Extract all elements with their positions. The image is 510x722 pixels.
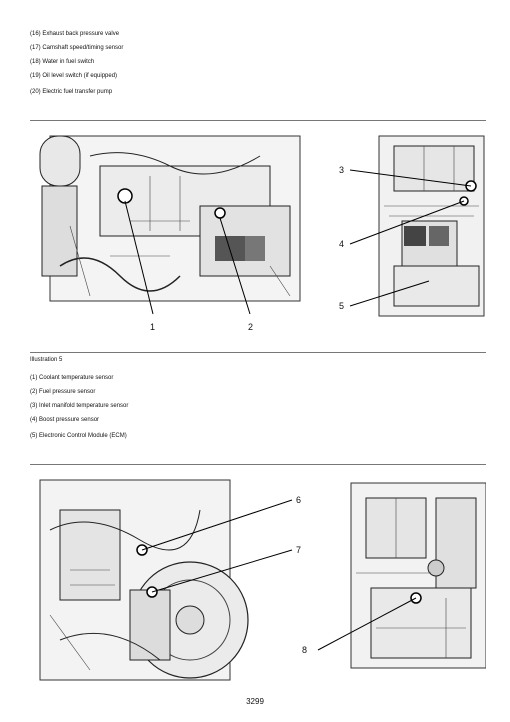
- divider: [30, 120, 486, 121]
- parts-list-item: (20) Electric fuel transfer pump: [30, 89, 113, 95]
- callout-3: 3: [339, 165, 344, 175]
- parts-list-item: (16) Exhaust back pressure valve: [30, 31, 120, 37]
- illustration-caption: Illustration 5: [30, 357, 63, 363]
- engine-illustration-left: 1 2: [30, 126, 310, 336]
- legend-item: (2) Fuel pressure sensor: [30, 389, 96, 395]
- divider: [30, 352, 486, 353]
- callout-2: 2: [248, 322, 253, 332]
- parts-list-item: (18) Water in fuel switch: [30, 59, 95, 65]
- legend-item: (5) Electronic Control Module (ECM): [30, 433, 127, 439]
- engine-illustration-bottom-left: 6 7: [30, 470, 310, 685]
- callout-1: 1: [150, 322, 155, 332]
- page-number: 3299: [246, 697, 264, 706]
- parts-list-item: (19) Oil level switch (if equipped): [30, 73, 118, 79]
- legend-item: (3) Inlet manifold temperature sensor: [30, 403, 129, 409]
- legend-item: (4) Boost pressure sensor: [30, 417, 100, 423]
- parts-list-item: (17) Camshaft speed/timing sensor: [30, 45, 124, 51]
- legend-item: (1) Coolant temperature sensor: [30, 375, 114, 381]
- callout-4: 4: [339, 239, 344, 249]
- divider: [30, 464, 486, 465]
- engine-illustration-right: 3 4 5: [334, 126, 486, 320]
- engine-illustration-bottom-right: 8: [296, 478, 486, 670]
- callout-6: 6: [296, 495, 301, 505]
- callout-8: 8: [302, 645, 307, 655]
- callout-7: 7: [296, 545, 301, 555]
- callout-5: 5: [339, 301, 344, 311]
